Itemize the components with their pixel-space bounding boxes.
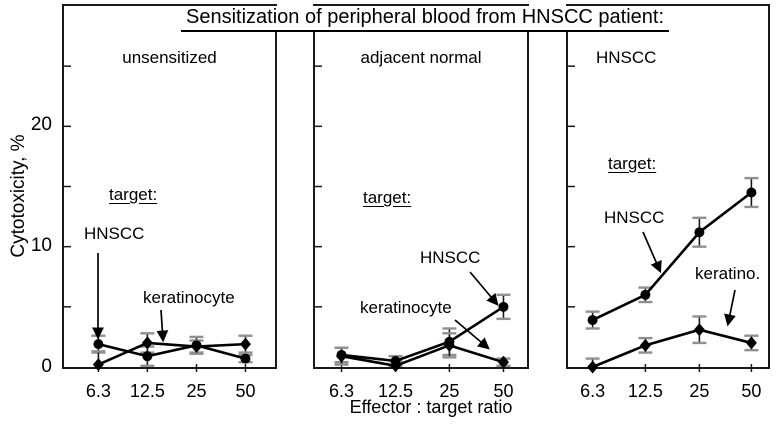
data-point-HNSCC <box>142 351 153 362</box>
x-tick-label: 6.3 <box>85 381 111 401</box>
x-tick-label: 6.3 <box>580 381 606 401</box>
target-heading: target: <box>608 154 657 173</box>
x-tick-label: 50 <box>741 381 762 401</box>
data-point-HNSCC <box>587 315 598 326</box>
target-heading: target: <box>363 188 412 207</box>
x-tick-label: 25 <box>439 381 460 401</box>
x-axis-label: Effector : target ratio <box>349 397 513 417</box>
data-point-keratinocyte <box>336 349 347 363</box>
x-tick-label: 25 <box>689 381 710 401</box>
plot-area-hnscc <box>568 65 759 374</box>
series-line-keratinocyte <box>592 328 752 369</box>
annotation-arrow-keratinocyte <box>454 319 490 350</box>
data-point-HNSCC <box>746 187 757 198</box>
series-line-keratinocyte <box>341 343 504 368</box>
panel-unsensitized: unsensitized target: HNSCC keratinocyte … <box>62 4 277 401</box>
series-label-hnscc: HNSCC <box>604 208 665 227</box>
series-line-HNSCC <box>592 191 753 322</box>
y-tick-label-20: 20 <box>30 114 52 135</box>
x-tick-label: 12.5 <box>627 381 663 401</box>
data-point-keratinocyte <box>693 323 705 337</box>
panel-hnscc: HNSCC target: HNSCC keratino. 6.3 12.5 25 5… <box>566 4 770 401</box>
panel-adjacent-normal: adjacent normal target: HNSCC keratinocy… <box>313 4 529 401</box>
annotation-arrow-keratinocyte <box>724 289 736 327</box>
plot-area-unsensitized <box>64 65 253 372</box>
series-line-keratinocyte <box>97 341 246 366</box>
x-tick-label: 6.3 <box>328 381 355 401</box>
data-point-keratinocyte <box>587 360 599 374</box>
x-tick-label: 12.5 <box>129 381 165 401</box>
panel-title: adjacent normal <box>360 48 482 67</box>
series-line-HNSCC <box>98 342 246 360</box>
data-point-HNSCC <box>640 289 651 300</box>
series-label-keratinocyte: keratino. <box>695 264 761 283</box>
series-label-hnscc: HNSCC <box>84 224 145 243</box>
data-point-keratinocyte <box>443 338 455 352</box>
data-point-keratinocyte <box>497 355 509 369</box>
y-tick-label-10: 10 <box>30 235 52 256</box>
annotation-arrow-HNSCC <box>469 271 499 306</box>
data-point-keratinocyte <box>390 359 402 373</box>
series-label-keratinocyte: keratinocyte <box>360 298 452 317</box>
annotation-arrow-keratinocyte <box>156 309 169 343</box>
target-heading: target: <box>109 185 158 204</box>
x-tick-label: 50 <box>235 381 256 401</box>
data-point-keratinocyte <box>745 336 757 350</box>
data-point-HNSCC <box>694 227 705 238</box>
data-point-keratinocyte <box>141 336 153 350</box>
figure-title: Sensitization of peripheral blood from H… <box>181 6 670 32</box>
data-point-HNSCC <box>93 339 104 350</box>
data-point-keratinocyte <box>239 337 251 351</box>
data-point-keratinocyte <box>191 340 203 354</box>
series-label-keratinocyte: keratinocyte <box>143 288 235 307</box>
series-line-HNSCC <box>341 305 505 363</box>
plot-area-adjacent-normal <box>315 65 511 373</box>
panel-title: unsensitized <box>122 48 217 67</box>
data-point-HNSCC <box>240 353 251 364</box>
data-point-HNSCC <box>498 301 509 312</box>
data-point-keratinocyte <box>92 358 104 372</box>
series-label-hnscc: HNSCC <box>420 248 481 267</box>
y-tick-label-0: 0 <box>41 356 52 377</box>
data-point-keratinocyte <box>639 338 651 352</box>
x-tick-label: 50 <box>493 381 514 401</box>
panel-title: HNSCC <box>596 48 657 67</box>
annotation-arrow-HNSCC <box>642 231 662 274</box>
x-tick-label: 25 <box>186 381 207 401</box>
x-tick-label: 12.5 <box>378 381 414 401</box>
